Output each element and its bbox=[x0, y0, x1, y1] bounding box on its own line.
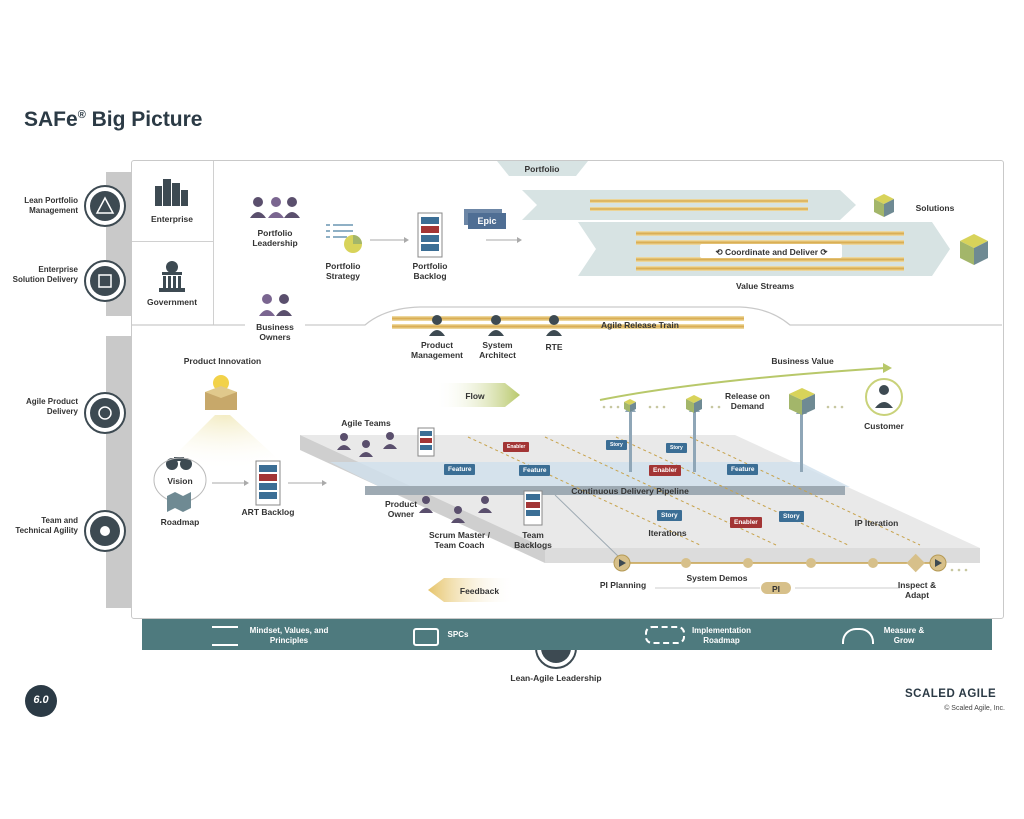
portfolio-strategy-icon bbox=[326, 224, 362, 253]
system-demos-label[interactable]: System Demos bbox=[686, 573, 748, 583]
customer-circle bbox=[865, 378, 903, 416]
business-owners-label[interactable]: Business Owners bbox=[256, 322, 294, 342]
story-tag-1[interactable]: Story bbox=[606, 440, 627, 450]
solution-cube-large bbox=[960, 234, 988, 265]
product-management-label[interactable]: Product Management bbox=[411, 340, 463, 360]
version-label: 6.0 bbox=[33, 694, 49, 706]
government-label[interactable]: Government bbox=[146, 297, 198, 307]
team-backlogs-label[interactable]: Team Backlogs bbox=[514, 530, 552, 550]
enterprise-building-icon bbox=[155, 179, 188, 206]
enabler-tag-2[interactable]: Enabler bbox=[503, 442, 530, 452]
enabler-tag-1[interactable]: Enabler bbox=[649, 465, 681, 476]
feedback-label: Feedback bbox=[459, 586, 500, 596]
product-innovation-bulb-icon bbox=[205, 375, 237, 410]
art-backlog-icon bbox=[255, 460, 281, 506]
solution-cube-small bbox=[874, 194, 894, 217]
vision-binoculars-icon bbox=[166, 457, 192, 470]
art-side-bar bbox=[106, 336, 131, 608]
story-tag-3[interactable]: Story bbox=[657, 510, 682, 521]
customer-label[interactable]: Customer bbox=[864, 421, 904, 431]
rte-label[interactable]: RTE bbox=[545, 342, 563, 352]
enterprise-solution-label: Enterprise Solution Delivery bbox=[12, 265, 78, 284]
business-owner-people bbox=[259, 294, 292, 316]
portfolio-leadership-label[interactable]: Portfolio Leadership bbox=[252, 228, 298, 248]
product-owner-label[interactable]: Product Owner bbox=[384, 499, 418, 519]
measure-grow-icon[interactable] bbox=[842, 628, 874, 644]
coordinate-deliver-label: ⟲ Coordinate and Deliver ⟳ bbox=[715, 247, 828, 257]
value-stream-upper bbox=[522, 190, 856, 220]
cdp-label[interactable]: Continuous Delivery Pipeline bbox=[571, 486, 689, 496]
product-innovation-label[interactable]: Product Innovation bbox=[183, 356, 262, 366]
enabler-tag-3[interactable]: Enabler bbox=[730, 517, 762, 528]
iterations-label[interactable]: Iterations bbox=[648, 528, 687, 538]
enterprise-label[interactable]: Enterprise bbox=[150, 214, 194, 224]
solutions-label[interactable]: Solutions bbox=[915, 203, 955, 213]
roadmap-label[interactable]: Roadmap bbox=[160, 517, 200, 527]
enterprise-divider bbox=[213, 161, 214, 325]
agile-product-icon[interactable] bbox=[84, 392, 126, 434]
story-tag-4[interactable]: Story bbox=[779, 511, 804, 522]
flow-arrow bbox=[435, 383, 520, 407]
spcs-icon[interactable] bbox=[413, 628, 439, 646]
lean-portfolio-label: Lean Portfolio Management bbox=[24, 196, 78, 215]
team-technical-icon[interactable] bbox=[84, 510, 126, 552]
feature-tag-2[interactable]: Feature bbox=[519, 465, 551, 476]
lean-agile-leadership-label[interactable]: Lean-Agile Leadership bbox=[510, 673, 602, 683]
pi-planning-label[interactable]: PI Planning bbox=[599, 580, 647, 590]
portfolio-backlog-icon bbox=[417, 212, 443, 258]
measure-grow-label[interactable]: Measure & Grow bbox=[883, 626, 925, 645]
team-technical-label: Team and Technical Agility bbox=[15, 516, 78, 535]
system-architect-label[interactable]: System Architect bbox=[479, 340, 516, 360]
epic-label[interactable]: Epic bbox=[477, 216, 497, 226]
value-streams-label[interactable]: Value Streams bbox=[735, 281, 795, 291]
portfolio-backlog-label[interactable]: Portfolio Backlog bbox=[412, 261, 448, 281]
portfolio-banner-shape bbox=[497, 161, 588, 176]
enterprise-solution-icon[interactable] bbox=[84, 260, 126, 302]
inspect-adapt-label[interactable]: Inspect & Adapt bbox=[897, 580, 937, 600]
portfolio-leadership-people bbox=[250, 197, 300, 218]
team-backlog-icon-2 bbox=[523, 490, 543, 526]
feature-tag-3[interactable]: Feature bbox=[727, 464, 759, 475]
pi-label[interactable]: PI bbox=[771, 584, 781, 594]
copyright-text: © Scaled Agile, Inc. bbox=[944, 705, 1005, 712]
version-circle bbox=[25, 685, 57, 717]
cdp-band bbox=[330, 462, 850, 487]
mindset-icon[interactable] bbox=[212, 626, 238, 646]
art-backlog-label[interactable]: ART Backlog bbox=[241, 507, 295, 517]
release-on-demand-label[interactable]: Release on Demand bbox=[725, 391, 770, 411]
enterprise-gov-divider bbox=[132, 241, 213, 242]
page-title: SAFe® Big Picture bbox=[24, 108, 203, 131]
roadmap-map-icon bbox=[167, 492, 191, 512]
team-backlog-icon-1 bbox=[417, 427, 435, 457]
agile-release-train-label[interactable]: Agile Release Train bbox=[601, 320, 679, 330]
brand-logo: SCALED AGILE bbox=[905, 688, 997, 700]
flow-label: Flow bbox=[465, 391, 485, 401]
government-building-icon bbox=[159, 261, 185, 292]
agile-teams-label[interactable]: Agile Teams bbox=[341, 418, 391, 428]
spcs-label[interactable]: SPCs bbox=[447, 630, 469, 639]
implementation-roadmap-icon[interactable] bbox=[645, 626, 685, 644]
agile-product-label: Agile Product Delivery bbox=[25, 397, 78, 416]
portfolio-strategy-label[interactable]: Portfolio Strategy bbox=[325, 261, 361, 281]
lean-portfolio-icon[interactable] bbox=[84, 185, 126, 227]
ip-iteration-label[interactable]: IP Iteration bbox=[854, 518, 899, 528]
portfolio-banner-label: Portfolio bbox=[524, 164, 560, 174]
implementation-roadmap-label[interactable]: Implementation Roadmap bbox=[691, 626, 752, 645]
business-value-label: Business Value bbox=[771, 356, 834, 366]
story-tag-2[interactable]: Story bbox=[666, 443, 687, 453]
feature-tag-1[interactable]: Feature bbox=[444, 464, 476, 475]
feedback-arrow bbox=[428, 578, 515, 602]
vision-label[interactable]: Vision bbox=[167, 476, 193, 486]
scrum-master-label[interactable]: Scrum Master / Team Coach bbox=[429, 530, 490, 550]
mindset-label[interactable]: Mindset, Values, and Principles bbox=[249, 626, 329, 645]
